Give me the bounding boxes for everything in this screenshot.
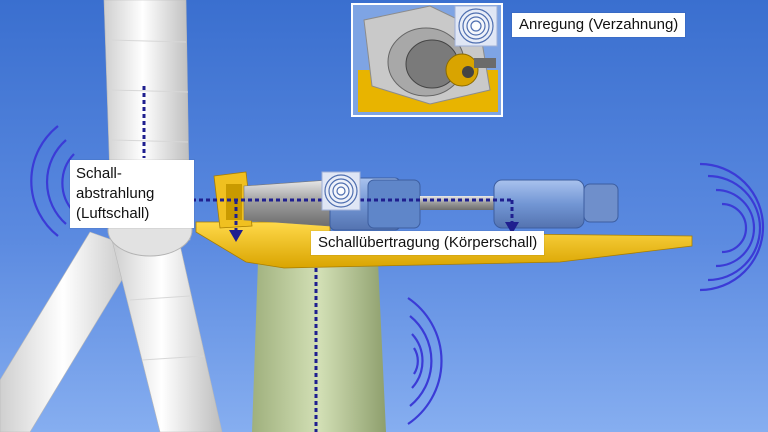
sound-wave-icon bbox=[407, 297, 443, 425]
sound-wave-icon bbox=[699, 162, 765, 292]
concentric-rings-icon bbox=[321, 171, 361, 211]
sound-radiation-label: Schall- abstrahlung (Luftschall) bbox=[70, 160, 194, 228]
generator bbox=[493, 179, 619, 229]
tower bbox=[252, 262, 386, 432]
sound-radiation-label-line: (Luftschall) bbox=[76, 205, 150, 222]
arrow-down-icon bbox=[505, 222, 519, 234]
concentric-rings-icon bbox=[454, 5, 498, 47]
arrow-down-icon bbox=[229, 230, 243, 242]
sound-radiation-label-line: abstrahlung bbox=[76, 185, 155, 202]
excitation-label: Anregung (Verzahnung) bbox=[512, 13, 686, 37]
sound-radiation-label-line: Schall- bbox=[76, 165, 122, 182]
main-shaft bbox=[243, 179, 331, 227]
sound-transmission-label: Schallübertragung (Körperschall) bbox=[311, 231, 545, 255]
